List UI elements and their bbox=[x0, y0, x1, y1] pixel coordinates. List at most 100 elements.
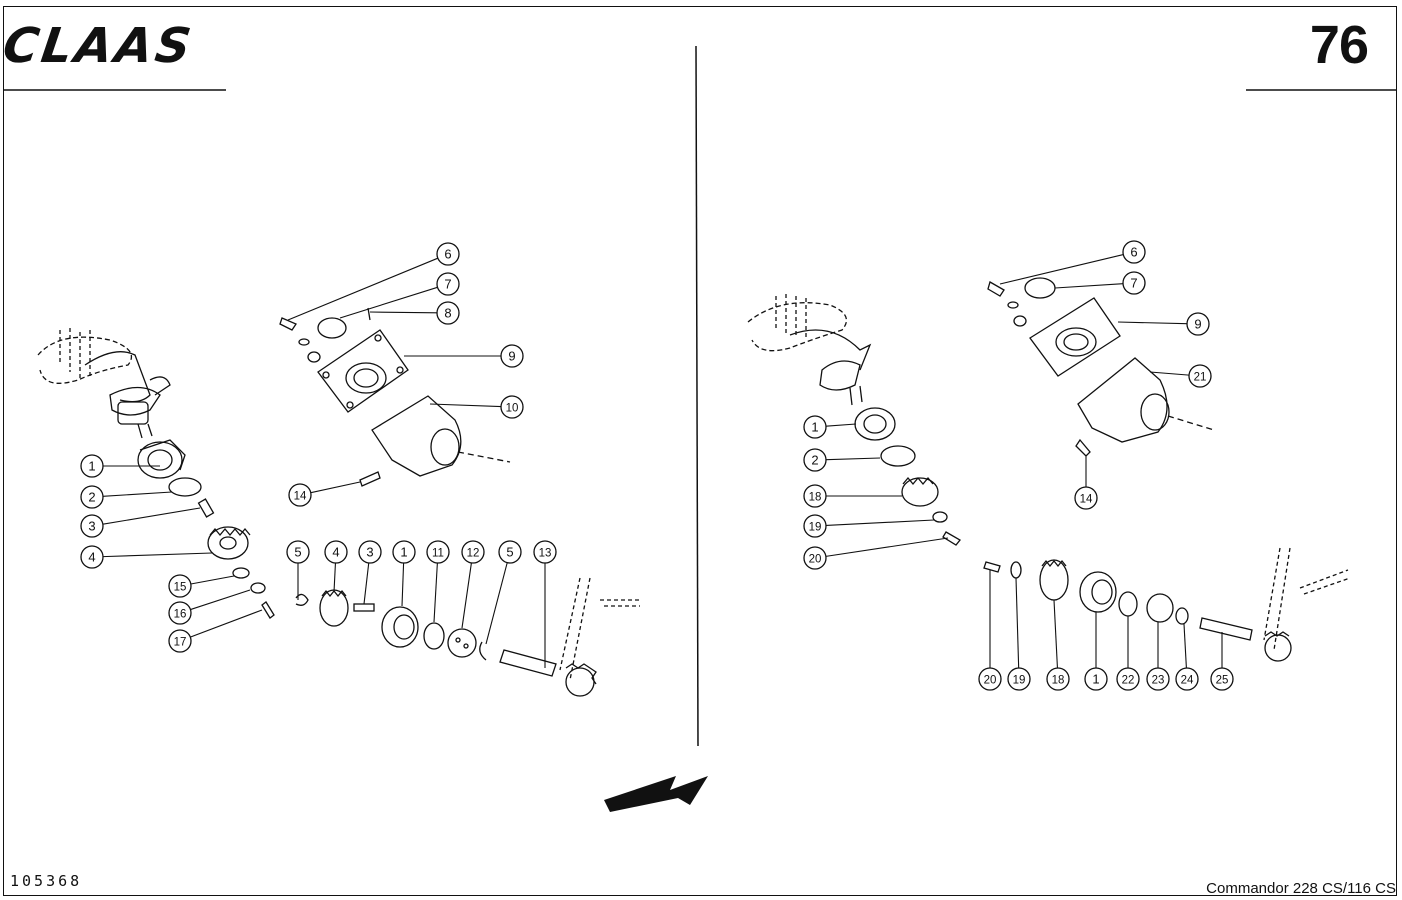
claas-logo: CLAAS bbox=[0, 18, 197, 74]
callout-bubble bbox=[1007, 667, 1031, 691]
leader-line bbox=[1117, 321, 1188, 325]
leader-line bbox=[461, 562, 472, 629]
model-designation: Commandor 228 CS/116 CS bbox=[1206, 880, 1396, 897]
callout-number: 14 bbox=[294, 491, 307, 503]
svg-text:CLAAS: CLAAS bbox=[0, 18, 197, 74]
callout-number: 5 bbox=[506, 545, 513, 560]
callout-bubble bbox=[1122, 240, 1146, 264]
center-divider bbox=[695, 45, 699, 747]
callout-bubble bbox=[324, 540, 348, 564]
callout-number: 6 bbox=[1130, 245, 1137, 260]
callout-bubble bbox=[500, 395, 524, 419]
callout-bubble bbox=[500, 344, 524, 368]
callout-bubble bbox=[168, 629, 192, 653]
callout-bubble bbox=[498, 540, 522, 564]
callout-bubble bbox=[803, 415, 827, 439]
callout-bubble bbox=[358, 540, 382, 564]
leader-line bbox=[1053, 599, 1058, 669]
callout-number: 20 bbox=[809, 554, 822, 566]
callout-bubble bbox=[426, 540, 450, 564]
callout-number: 17 bbox=[174, 637, 187, 649]
callout-number: 3 bbox=[366, 545, 373, 560]
callout-bubble bbox=[288, 483, 312, 507]
callout-bubble bbox=[1146, 667, 1170, 691]
callout-number: 2 bbox=[811, 453, 818, 468]
callout-bubble bbox=[80, 485, 104, 509]
page-number: 76 bbox=[1309, 15, 1369, 75]
leader-line bbox=[485, 562, 508, 645]
callout-bubble bbox=[803, 484, 827, 508]
callout-number: 4 bbox=[88, 550, 95, 565]
callout-bubble bbox=[803, 514, 827, 538]
callout-number: 14 bbox=[1080, 494, 1093, 506]
callout-number: 19 bbox=[1013, 675, 1026, 687]
leader-line bbox=[339, 286, 438, 319]
callout-bubble bbox=[978, 667, 1002, 691]
callout-bubble bbox=[80, 514, 104, 538]
callout-number: 9 bbox=[508, 349, 515, 364]
callout-bubble bbox=[803, 546, 827, 570]
callout-bubble bbox=[436, 301, 460, 325]
leader-line bbox=[401, 562, 405, 607]
callout-bubble bbox=[461, 540, 485, 564]
leader-line bbox=[1054, 283, 1124, 289]
leader-line bbox=[1183, 623, 1187, 669]
callout-bubble bbox=[1186, 312, 1210, 336]
leader-line bbox=[433, 562, 438, 623]
leader-line bbox=[363, 562, 370, 605]
callout-bubble bbox=[1210, 667, 1234, 691]
callout-number: 1 bbox=[88, 459, 95, 474]
leader-line bbox=[287, 257, 439, 321]
callout-number: 1 bbox=[1092, 672, 1099, 687]
callout-bubble bbox=[436, 242, 460, 266]
callout-number: 11 bbox=[432, 548, 444, 560]
callout-number: 22 bbox=[1122, 675, 1135, 687]
callout-bubble bbox=[1188, 364, 1212, 388]
callout-bubble bbox=[803, 448, 827, 472]
callout-number: 8 bbox=[444, 306, 451, 321]
callout-bubble bbox=[436, 272, 460, 296]
leader-line bbox=[190, 609, 263, 638]
callout-bubble bbox=[1122, 271, 1146, 295]
leader-line bbox=[1015, 577, 1020, 669]
callout-number: 1 bbox=[811, 420, 818, 435]
callout-number: 13 bbox=[539, 548, 552, 560]
callout-bubble bbox=[80, 454, 104, 478]
leader-line bbox=[825, 537, 949, 557]
drawing-number: 105368 bbox=[10, 872, 83, 890]
callout-bubble bbox=[1116, 667, 1140, 691]
leader-line bbox=[102, 552, 213, 558]
callout-bubble bbox=[168, 574, 192, 598]
callout-number: 6 bbox=[444, 247, 451, 262]
leader-line bbox=[1149, 371, 1190, 376]
callout-bubble bbox=[533, 540, 557, 564]
leader-line bbox=[825, 519, 935, 526]
callout-bubble bbox=[168, 601, 192, 625]
leader-line bbox=[369, 311, 438, 314]
callout-number: 18 bbox=[809, 492, 822, 504]
callout-number: 19 bbox=[809, 522, 822, 534]
direction-arrow bbox=[604, 776, 708, 812]
callout-number: 12 bbox=[467, 548, 480, 560]
callout-bubble bbox=[1046, 667, 1070, 691]
callout-bubble bbox=[1074, 486, 1098, 510]
leader-line bbox=[999, 254, 1124, 285]
callout-number: 10 bbox=[506, 403, 519, 415]
callout-number: 24 bbox=[1181, 675, 1194, 687]
callout-number: 9 bbox=[1194, 317, 1201, 332]
leader-line bbox=[825, 457, 881, 461]
leader-line bbox=[102, 507, 201, 525]
leader-line bbox=[825, 423, 857, 427]
callout-bubble bbox=[1175, 667, 1199, 691]
callout-bubble bbox=[1084, 667, 1108, 691]
callout-number: 2 bbox=[88, 490, 95, 505]
callout-number: 21 bbox=[1194, 372, 1207, 384]
callout-number: 15 bbox=[174, 582, 187, 594]
callout-number: 18 bbox=[1052, 675, 1065, 687]
callout-bubble bbox=[392, 540, 416, 564]
callout-number: 25 bbox=[1216, 675, 1229, 687]
callout-number: 7 bbox=[1130, 276, 1137, 291]
